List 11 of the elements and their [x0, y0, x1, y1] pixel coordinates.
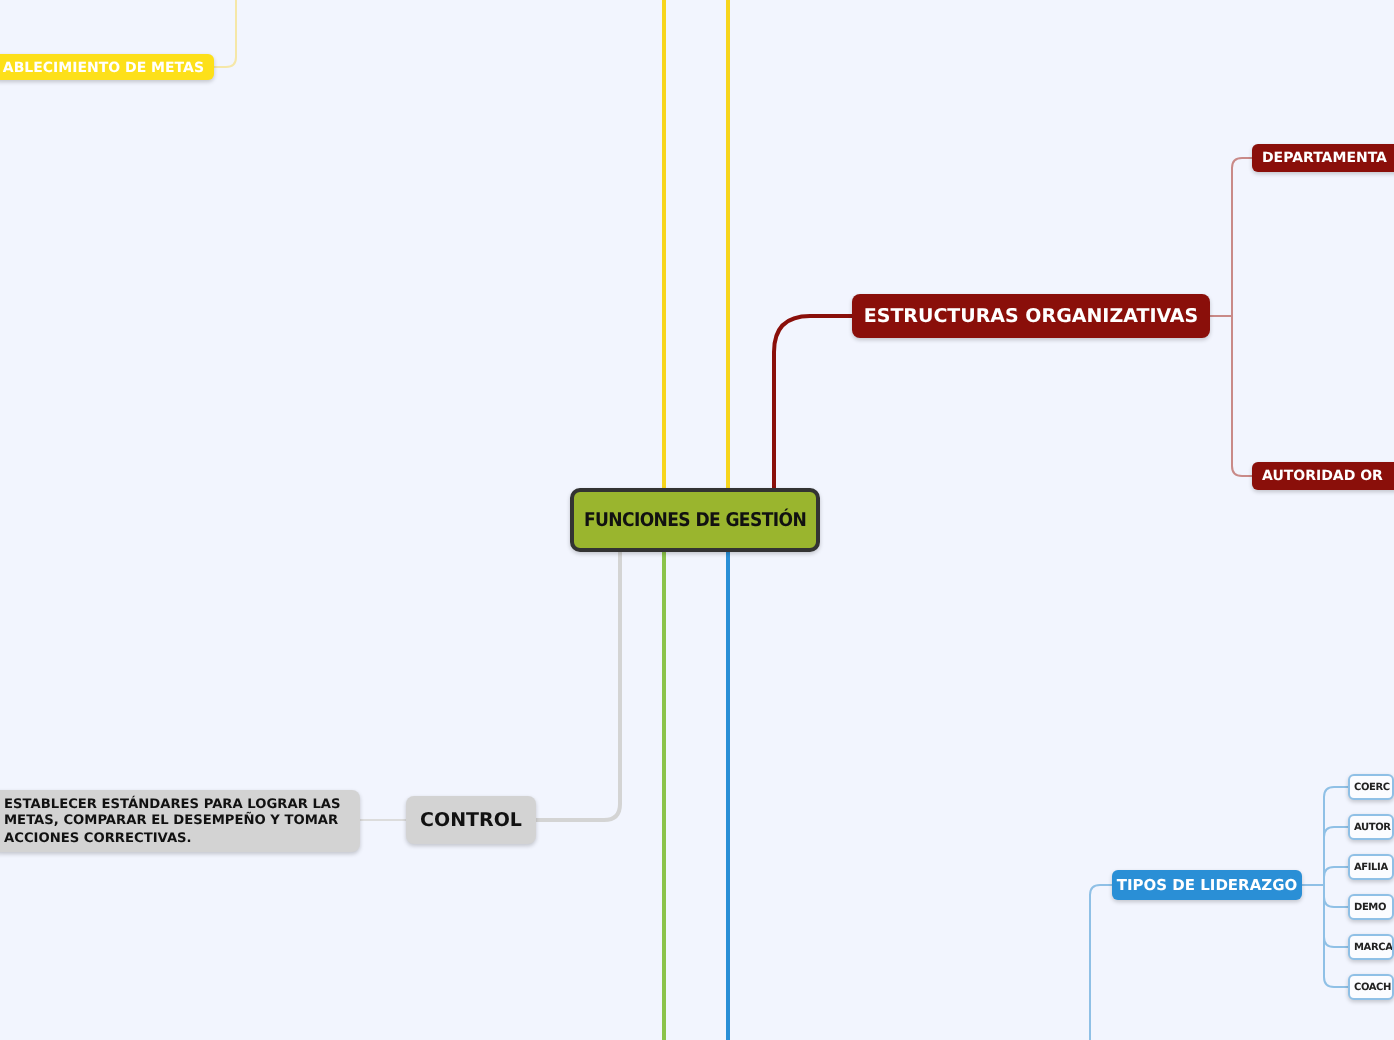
connector-line: [359, 819, 407, 821]
connector-line: [662, 552, 666, 1040]
connector-line: [726, 552, 730, 1040]
connector-line: [772, 314, 852, 488]
connector-line: [726, 0, 730, 488]
topic-box: CONTROL: [406, 796, 536, 844]
connector-line: [536, 552, 622, 822]
connector-line: [1301, 884, 1349, 988]
topic-box: ESTRUCTURAS ORGANIZATIVAS: [852, 294, 1210, 338]
connector-line: [662, 0, 666, 488]
root-node: FUNCIONES DE GESTIÓN: [570, 488, 820, 552]
